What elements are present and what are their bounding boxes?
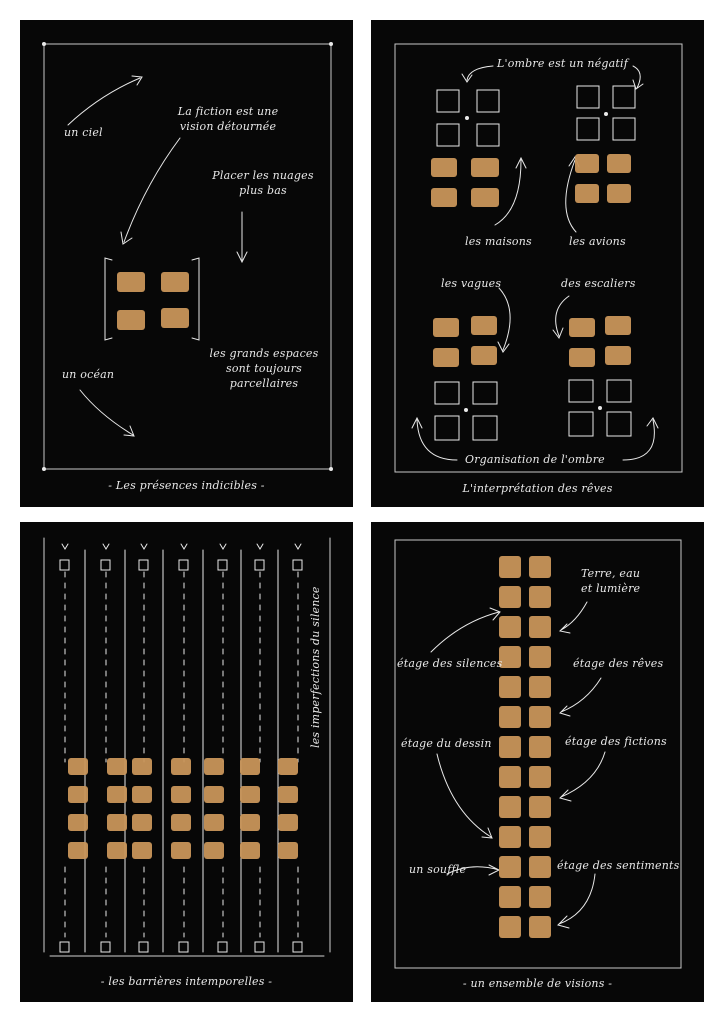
arrow-org-left bbox=[411, 416, 458, 461]
note-spaces-line-1: les grands espaces bbox=[209, 347, 319, 360]
gold-blocks bbox=[117, 272, 189, 330]
arrow-shadow-left bbox=[461, 65, 494, 83]
arrow-stairs bbox=[552, 295, 570, 340]
arrow-waves bbox=[497, 287, 511, 353]
note-fiction-line-1: La fiction est une bbox=[177, 105, 279, 118]
arrow-fiction bbox=[120, 137, 181, 245]
arrow-earth bbox=[558, 601, 588, 634]
arrow-ocean bbox=[79, 389, 135, 437]
panel-interpretation: L'ombre est un négatif les maisons les a… bbox=[371, 20, 704, 507]
arrow-fictions bbox=[559, 751, 606, 802]
arrow-clouds bbox=[236, 211, 248, 264]
panel-interpretation-drawing bbox=[394, 43, 683, 473]
caption-visions: - un ensemble de visions - bbox=[462, 977, 613, 990]
bracket-left bbox=[104, 257, 113, 341]
note-shadow: L'ombre est un négatif bbox=[497, 57, 629, 70]
frame bbox=[43, 43, 332, 470]
caption-presences: - Les présences indicibles - bbox=[108, 479, 265, 492]
panel-barriers-drawing bbox=[43, 537, 331, 957]
note-clouds: Placer les nuages plus bas bbox=[208, 168, 318, 198]
panel-visions-drawing bbox=[394, 539, 682, 969]
arrow-drawing bbox=[436, 753, 493, 839]
bracket-right bbox=[191, 257, 200, 341]
note-planes: les avions bbox=[569, 235, 626, 248]
caption-barriers: - les barrières intemporelles - bbox=[100, 975, 273, 988]
panel-presences-drawing bbox=[42, 42, 333, 471]
note-spaces-line-2: sont toujours bbox=[225, 362, 303, 375]
gold-blocks bbox=[431, 154, 631, 367]
note-silences: étage des silences bbox=[397, 657, 503, 670]
note-spaces-line-3: parcellaires bbox=[229, 377, 299, 390]
arrow-dreams bbox=[559, 677, 602, 717]
note-clouds-line-2: plus bas bbox=[239, 184, 287, 197]
note-sky: un ciel bbox=[64, 126, 103, 139]
panel-visions: Terre, eau et lumière étage des silences… bbox=[371, 522, 704, 1002]
arrow-sky bbox=[67, 75, 143, 126]
note-feelings: étage des sentiments bbox=[557, 859, 680, 872]
side-note-silence: les imperfections du silence bbox=[309, 586, 322, 748]
panel-barriers: les imperfections du silence - les barri… bbox=[20, 522, 353, 1002]
note-fiction-line-2: vision détournée bbox=[179, 120, 277, 133]
note-breath: un souffle bbox=[409, 863, 467, 876]
note-drawing: étage du dessin bbox=[401, 737, 492, 750]
arrow-feelings bbox=[557, 873, 596, 929]
note-clouds-line-1: Placer les nuages bbox=[212, 169, 314, 182]
gold-blocks bbox=[499, 556, 551, 938]
arrow-silences bbox=[430, 607, 501, 653]
note-stairs: des escaliers bbox=[561, 277, 636, 290]
note-ocean: un océan bbox=[62, 368, 115, 381]
frame bbox=[394, 43, 683, 473]
note-earth-line-1: Terre, eau bbox=[581, 567, 641, 580]
arrow-houses bbox=[494, 156, 527, 226]
note-fiction: La fiction est une vision détournée bbox=[168, 104, 288, 134]
panel-presences: un ciel La fiction est une vision détour… bbox=[20, 20, 353, 507]
caption-interpretation: L'interprétation des rêves bbox=[462, 482, 613, 495]
note-organisation: Organisation de l'ombre bbox=[465, 453, 605, 466]
note-spaces: les grands espaces sont toujours parcell… bbox=[204, 346, 324, 391]
note-dreams: étage des rêves bbox=[573, 657, 664, 670]
note-waves: les vagues bbox=[441, 277, 502, 290]
arrow-org-right bbox=[622, 417, 659, 461]
note-earth-line-2: et lumière bbox=[581, 582, 641, 595]
gold-blocks bbox=[68, 758, 298, 859]
note-earth: Terre, eau et lumière bbox=[581, 566, 640, 596]
arrow-shadow-right bbox=[632, 65, 644, 90]
frame bbox=[394, 539, 682, 969]
note-houses: les maisons bbox=[465, 235, 532, 248]
note-fictions: étage des fictions bbox=[565, 735, 667, 748]
